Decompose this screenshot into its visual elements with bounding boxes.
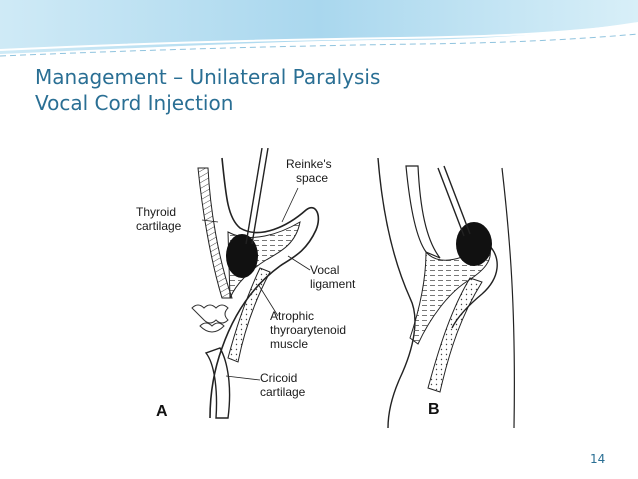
- vocal-cord-injection-figure: Reinke's space Thyroid cartilage Vocal l…: [110, 148, 526, 432]
- page-number: 14: [590, 452, 606, 466]
- vocal-fold-outline: [209, 157, 320, 419]
- label-reinkes-space-2: space: [296, 171, 328, 185]
- leader-reinke: [281, 187, 299, 223]
- leader-vocal: [287, 255, 311, 271]
- label-atrophic-3: muscle: [270, 337, 308, 351]
- panel-b-label: B: [428, 401, 440, 418]
- panel-b-thyroid: [405, 165, 442, 260]
- label-reinkes-space-1: Reinke's: [286, 157, 332, 171]
- mucosa-dotted: [227, 267, 271, 363]
- cricoid-cartilage-shape: [204, 347, 231, 419]
- label-atrophic-1: Atrophic: [270, 309, 314, 323]
- panel-b-right-wall: [501, 167, 515, 429]
- scalloped-tissue-2: [199, 322, 225, 333]
- leader-cricoid: [225, 375, 261, 381]
- label-atrophic-2: thyroarytenoid: [270, 323, 346, 337]
- label-cricoid-1: Cricoid: [260, 371, 297, 385]
- needle-b-line1: [437, 167, 465, 237]
- slide-title-line2: Vocal Cord Injection: [35, 91, 234, 115]
- header-wave: [0, 0, 638, 54]
- header-wave-dash: [0, 33, 638, 57]
- needle-b-line2: [443, 165, 471, 235]
- panel-b-drawing: [377, 157, 515, 429]
- header-wave-highlight: [0, 23, 638, 51]
- header-band: [0, 0, 638, 62]
- label-thyroid-1: Thyroid: [136, 205, 176, 219]
- thyroid-cartilage-shape: [197, 167, 233, 299]
- injection-mass-a: [226, 234, 258, 278]
- slide-title: Management – Unilateral Paralysis Vocal …: [35, 64, 595, 116]
- slide-title-line1: Management – Unilateral Paralysis: [35, 65, 381, 89]
- label-cricoid-2: cartilage: [260, 385, 306, 399]
- panel-a-label: A: [156, 403, 168, 420]
- header-wave-graphic: [0, 0, 638, 57]
- panel-b-inner-edge: [451, 243, 498, 329]
- panel-a-drawing: [191, 148, 320, 419]
- injection-mass-b: [456, 222, 492, 266]
- needle-a-line2: [251, 148, 269, 245]
- label-vocal-1: Vocal: [310, 263, 339, 277]
- leader-atrophic: [257, 283, 279, 317]
- needle-a-line1: [245, 148, 263, 245]
- anatomy-diagram: Reinke's space Thyroid cartilage Vocal l…: [136, 148, 515, 429]
- label-vocal-2: ligament: [310, 277, 356, 291]
- panel-b-outer-wall: [377, 157, 416, 429]
- scalloped-tissue: [191, 304, 229, 324]
- leader-thyroid: [201, 219, 219, 223]
- label-thyroid-2: cartilage: [136, 219, 182, 233]
